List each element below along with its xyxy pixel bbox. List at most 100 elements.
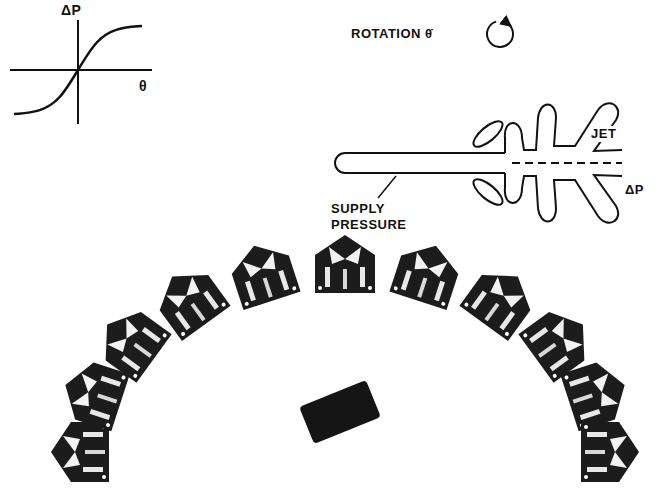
plate-slot [175,311,191,330]
plate-hole [552,373,558,379]
plate-slot [83,432,103,437]
plate-slot [325,267,330,287]
plate-slot [538,343,557,358]
laminate-plate [226,236,301,310]
plate-hole [441,301,446,306]
response-curve [14,26,142,114]
plate-slot [191,303,206,322]
plate-hole [318,286,322,290]
plate-hole [584,475,588,479]
plate-cutout [329,247,361,264]
plate-hole [121,375,126,380]
jet-line [512,162,622,164]
plate-cutout [166,277,202,310]
plate-slot [133,343,152,358]
plate-slot [97,394,117,404]
plate-hole [102,475,106,479]
plate-slot [471,291,487,310]
leader-line [378,176,396,198]
plate-hole [244,301,249,306]
plate-body [389,236,464,310]
plate-slot [587,467,607,472]
plate-hole [221,302,227,308]
plate-hole [464,302,470,308]
part-label: SUPPLY PRESSURE [330,201,424,233]
part-label: ΔP [624,182,645,198]
device-body-upper [505,103,622,153]
plate-hole [504,331,510,337]
plate-slot [499,311,515,330]
plate-slot [529,327,548,343]
plate-body [560,356,634,431]
laminate-plate [581,422,639,482]
plate-hole [106,423,111,428]
vent-lobe [470,175,507,209]
plate-body [51,422,109,482]
plate-cutout [412,252,448,278]
plate-slot [142,327,161,343]
laminate-plate [51,422,109,482]
plate-slot [417,277,427,297]
rotation-arrow [487,22,513,47]
plate-slot [580,409,601,420]
plate-slot [585,450,605,454]
part-label: ROTATION θ̇ [350,26,434,42]
axis-label: θ [138,78,148,94]
laminate-plate [89,300,171,383]
vent-lobe [470,117,507,151]
plate-slot [401,270,412,291]
plate-cutout [592,373,618,409]
plate-cutout [488,277,524,310]
plate-slot [90,409,111,420]
part-label: JET [590,126,617,142]
plate-slot [343,269,347,289]
supply-tube [335,153,505,173]
plate-body [226,236,301,310]
rotation-arc [487,22,513,47]
laminate-plate [560,356,634,431]
plate-cutout [610,436,627,468]
plate-cutout [63,436,80,468]
plate-slot [121,355,140,371]
plate-slot [245,281,256,302]
plate-hole [584,425,588,429]
plate-slot [278,270,289,291]
plate-slot [263,277,273,297]
plate-slot [550,355,569,371]
plate-slot [360,267,365,287]
plate-body [315,235,375,293]
device-body-lower [505,173,622,223]
assembled-stack [299,380,381,444]
plate-slot [85,450,105,454]
x-axis [10,69,152,71]
plate-hole [133,373,139,379]
laminate-plate [315,235,375,293]
axis-label: ΔP [60,2,82,18]
plate-slot [203,291,219,310]
plate-slot [100,376,121,387]
plate-hole [564,375,569,380]
laminate-plate [148,259,231,341]
plate-slot [434,281,445,302]
plate-hole [180,331,186,337]
plate-body [148,259,231,341]
plate-hole [523,333,529,339]
plate-slot [569,376,590,387]
laminate-plates [51,235,639,482]
plate-slot [587,432,607,437]
plate-slot [83,467,103,472]
plate-body [89,300,171,383]
plate-hole [368,286,372,290]
plate-cutout [72,373,98,409]
plate-body [581,422,639,482]
plate-cutout [107,319,140,355]
plate-hole [292,286,297,291]
plate-slot [484,303,499,322]
transfer-graph [10,20,152,124]
plate-hole [162,333,168,339]
plate-hole [393,286,398,291]
plate-cutout [550,319,583,355]
